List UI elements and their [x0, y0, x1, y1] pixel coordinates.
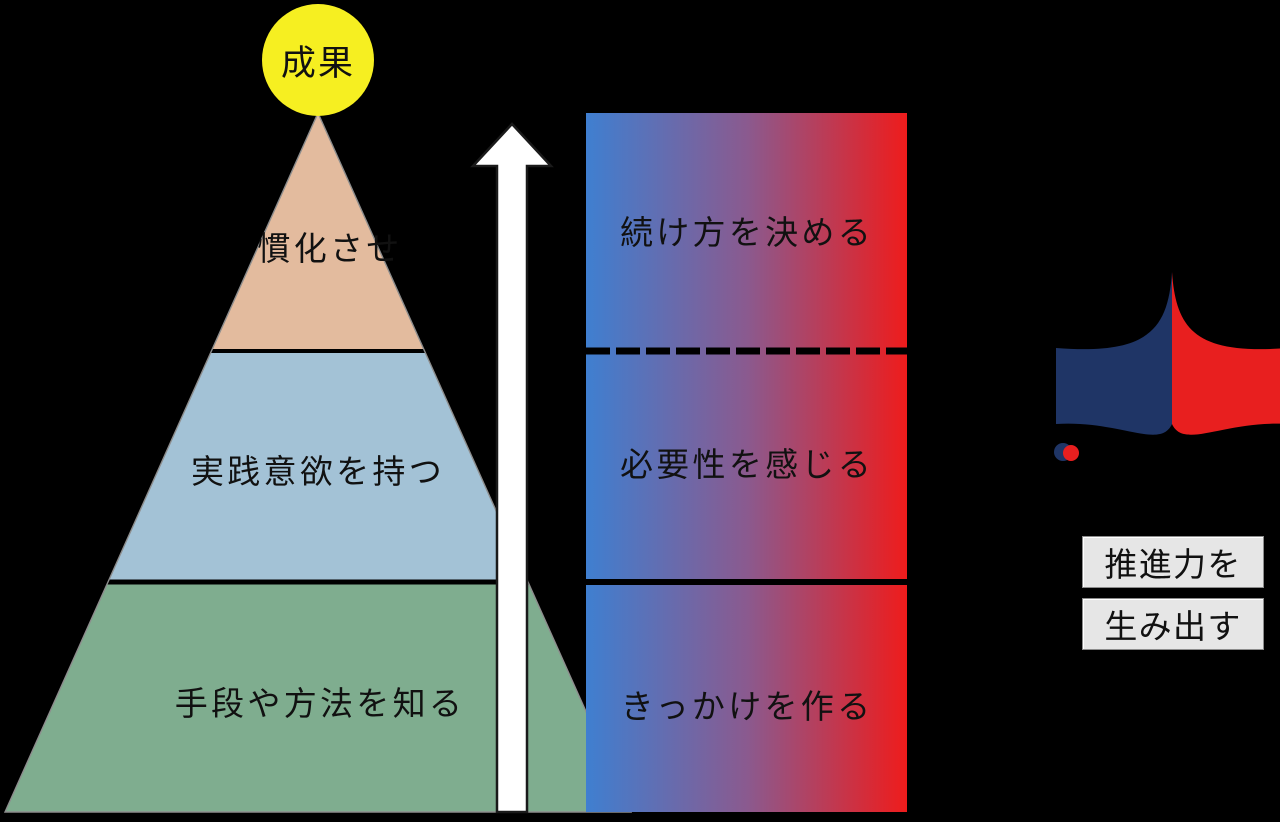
gradient-panel: [586, 113, 907, 812]
panel-item-label-bottom: きっかけを作る: [620, 687, 874, 726]
callout-box-line-2: 生み出す: [1082, 598, 1264, 650]
pyramid-tier-top-label-text: 慣化させ: [257, 232, 403, 265]
pyramid-tier-bottom-label: 手段や方法を知る: [174, 684, 466, 723]
pyramid-tier-top-label: 慣化させ: [155, 232, 485, 265]
spark-burst: [1054, 272, 1280, 461]
panel-item-label-top: 続け方を決める: [619, 213, 875, 252]
spark-burst-right-half: [1172, 272, 1280, 435]
callout-box-line-1: 推進力を: [1082, 536, 1264, 588]
panel-item-label-middle: 必要性を感じる: [619, 445, 875, 484]
gradient-panel-body: [586, 113, 907, 812]
pyramid-tier-middle-label: 実践意欲を持つ: [190, 452, 446, 491]
spark-dot-right: [1063, 445, 1079, 461]
pyramid-outline: [3, 111, 633, 813]
apex-circle: 成果: [262, 4, 374, 116]
spark-burst-left-half: [1056, 272, 1172, 435]
upward-arrow: [470, 122, 554, 814]
apex-label: 成果: [280, 43, 356, 84]
pyramid-tier-top: [5, 113, 631, 352]
